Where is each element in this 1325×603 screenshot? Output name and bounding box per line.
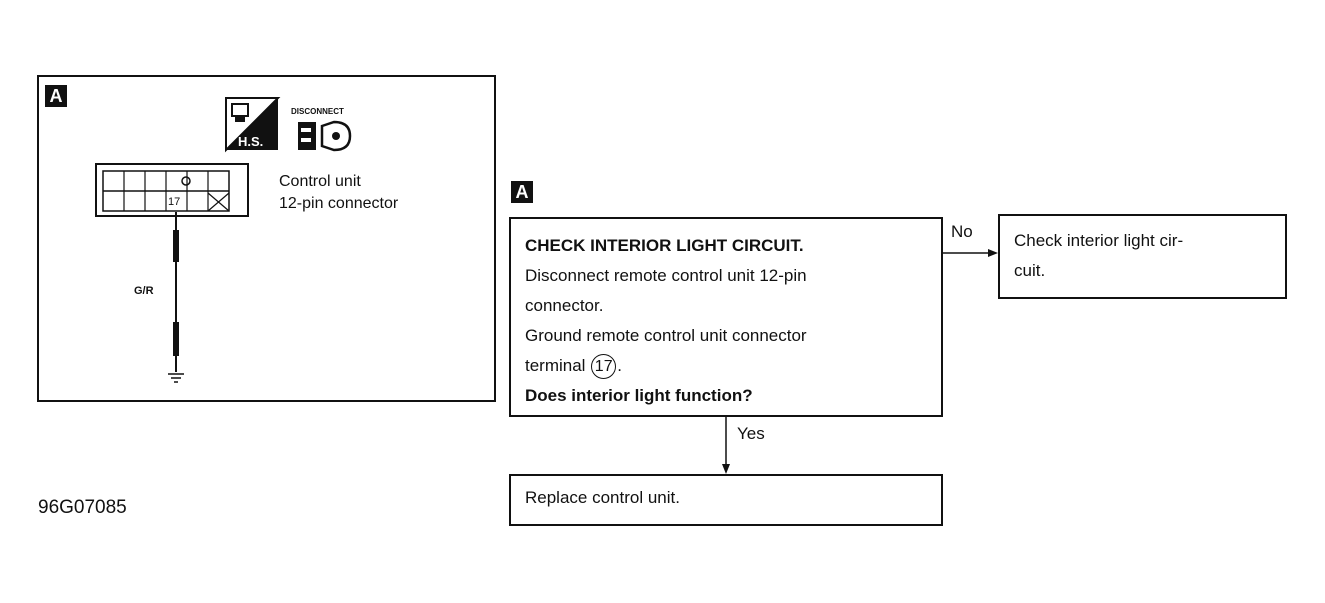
yes-arrow	[722, 417, 730, 474]
check-circuit-box: Check interior light cir- cuit.	[998, 214, 1287, 299]
main-box-line2: connector.	[525, 296, 604, 315]
terminal-number-badge: 17	[591, 354, 617, 380]
check-interior-light-box: CHECK INTERIOR LIGHT CIRCUIT. Disconnect…	[509, 217, 943, 417]
connector-12-pin	[95, 163, 249, 217]
yes-box-text: Replace control unit.	[525, 488, 680, 507]
diagram-code: 96G07085	[38, 497, 127, 518]
replace-control-unit-box: Replace control unit.	[509, 474, 943, 526]
flow-tag: A	[511, 181, 533, 203]
main-box-question: Does interior light function?	[525, 386, 753, 405]
yes-label: Yes	[737, 424, 765, 443]
no-label: No	[951, 222, 973, 241]
panel-tag: A	[45, 85, 67, 107]
main-box-line4: terminal 17.	[525, 351, 927, 381]
main-box-line4-suffix: .	[617, 356, 622, 375]
main-box-line1: Disconnect remote control unit 12-pin	[525, 266, 807, 285]
pin-number-label: 17	[168, 196, 180, 208]
disconnect-icon-label: DISCONNECT	[291, 107, 344, 116]
ground-symbol-icon	[168, 373, 184, 383]
wire-color-label: G/R	[134, 285, 154, 297]
main-box-line3: Ground remote control unit connector	[525, 326, 807, 345]
no-arrow	[943, 249, 998, 257]
connector-label-line2: 12-pin connector	[279, 195, 399, 212]
no-box-line1: Check interior light cir-	[1014, 231, 1184, 250]
main-box-title: CHECK INTERIOR LIGHT CIRCUIT.	[525, 236, 804, 255]
connector-label: Control unit 12-pin connector	[279, 171, 398, 215]
no-box-line2: cuit.	[1014, 261, 1046, 280]
connector-label-line1: Control unit	[279, 173, 361, 190]
hs-icon	[225, 97, 281, 153]
disconnect-icon	[298, 120, 352, 152]
connector-diagram-panel: A	[37, 75, 496, 402]
main-box-line4-prefix: terminal	[525, 356, 586, 375]
hs-icon-label: H.S.	[238, 134, 263, 149]
